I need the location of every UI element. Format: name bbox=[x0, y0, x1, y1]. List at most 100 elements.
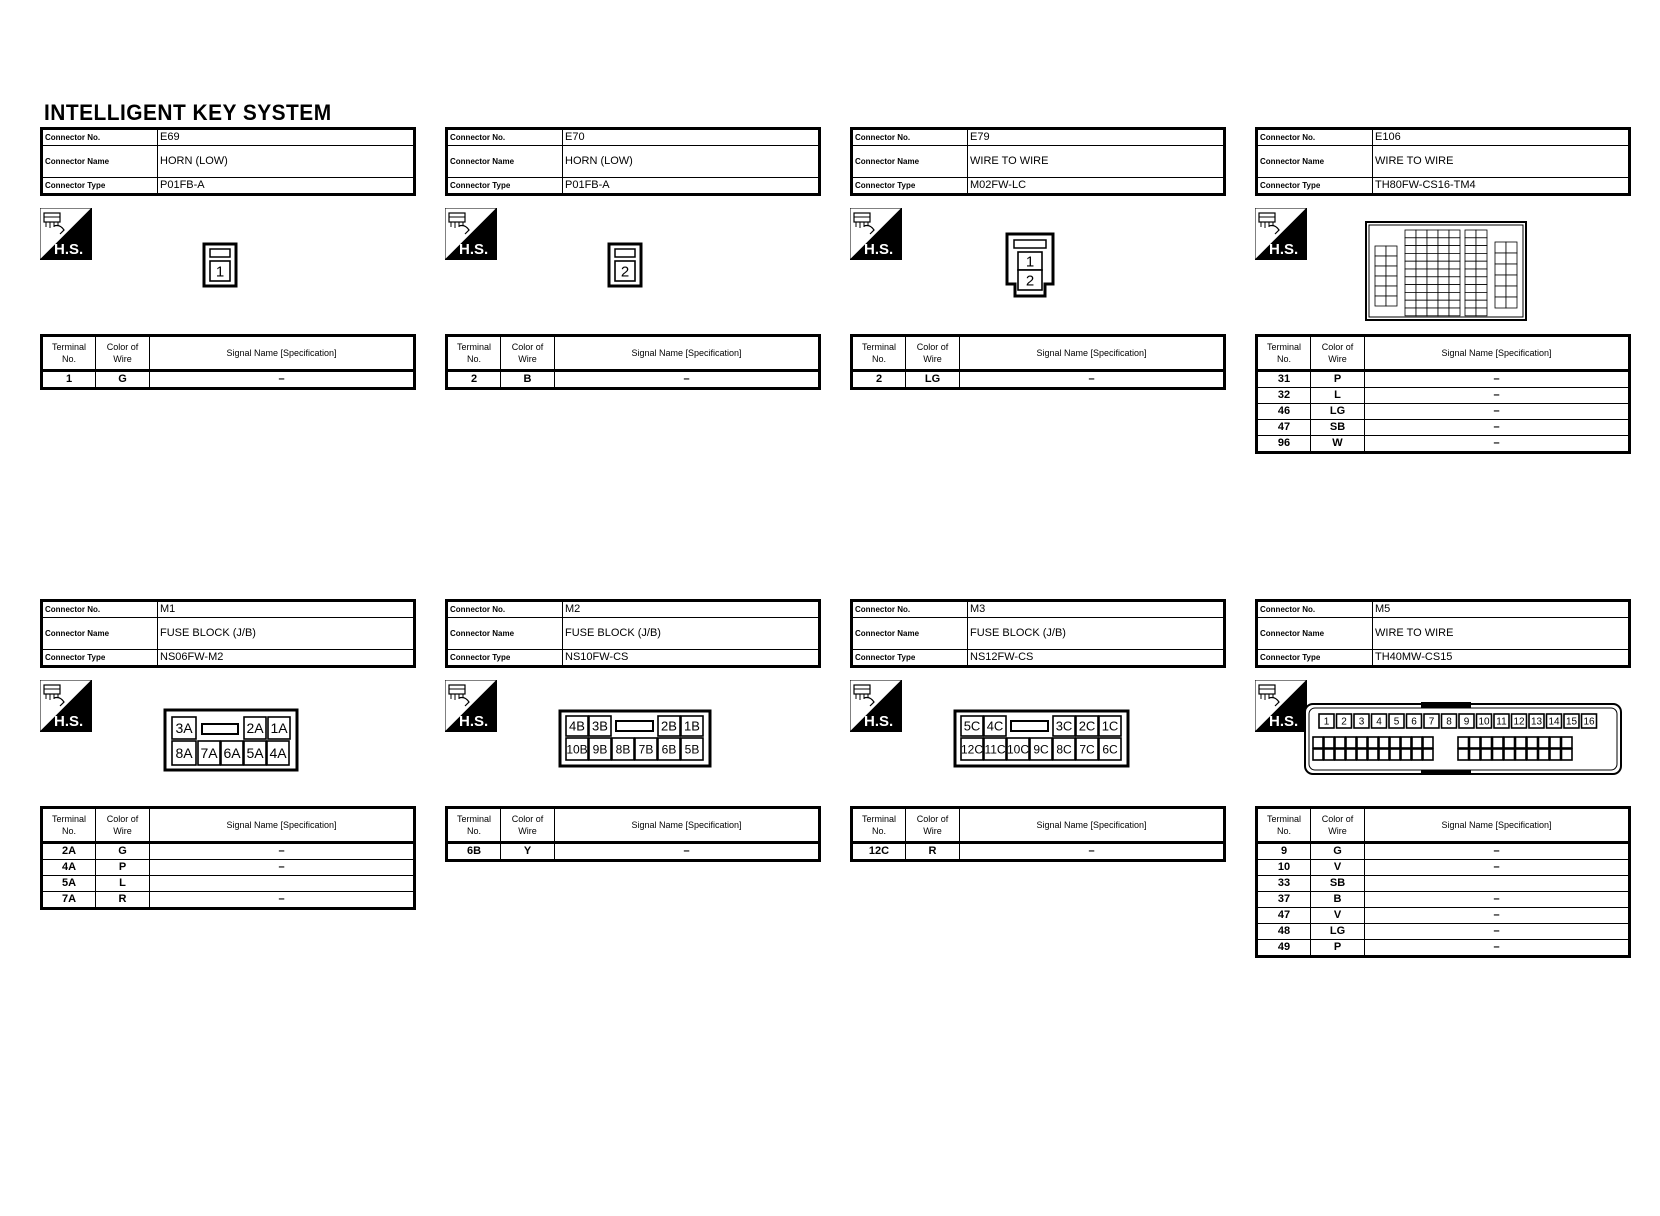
pin-cell bbox=[1475, 284, 1488, 293]
pin-label: 5C bbox=[964, 719, 981, 734]
hs-label: H.S. bbox=[864, 241, 893, 258]
pin-cell bbox=[1404, 292, 1417, 301]
pin-cell bbox=[1385, 275, 1398, 287]
pin-cell bbox=[1052, 715, 1076, 737]
connector-name-value: HORN (LOW) bbox=[562, 145, 820, 178]
signal-name-header: Signal Name [Specification] bbox=[149, 807, 415, 843]
pin-cell bbox=[1475, 245, 1488, 254]
pin-label: 1 bbox=[1324, 717, 1330, 728]
latch bbox=[1010, 720, 1049, 732]
pin-cell bbox=[1437, 299, 1450, 309]
wire-color: SB bbox=[1310, 875, 1365, 892]
pin-cell bbox=[1475, 713, 1493, 729]
signal-name-header: Signal Name [Specification] bbox=[1364, 335, 1630, 371]
connector-name-value: WIRE TO WIRE bbox=[967, 145, 1225, 178]
pin-label: 2 bbox=[621, 263, 629, 280]
pin-cell bbox=[1388, 713, 1405, 729]
pin-cell bbox=[1404, 276, 1417, 286]
connector-type-label: Connector Type bbox=[851, 649, 968, 667]
pin-cell bbox=[1389, 736, 1401, 749]
connector-name-value: FUSE BLOCK (J/B) bbox=[157, 617, 415, 650]
wire-color: G bbox=[95, 841, 150, 860]
connector-type-label: Connector Type bbox=[851, 177, 968, 195]
pin-cell bbox=[1426, 245, 1439, 254]
signal-name: – bbox=[149, 369, 415, 389]
pin-label: 2A bbox=[246, 720, 264, 736]
pin-cell bbox=[1422, 736, 1434, 749]
wire-color: L bbox=[1310, 387, 1365, 404]
pin-cell bbox=[197, 740, 221, 766]
pin-cell bbox=[1378, 736, 1390, 749]
pin-cell bbox=[1415, 245, 1428, 254]
pin-cell bbox=[1437, 307, 1450, 317]
pin-cell bbox=[1052, 737, 1076, 761]
pin-cell bbox=[1505, 241, 1518, 254]
pin-cell bbox=[1526, 748, 1539, 761]
terminal-no: 7A bbox=[41, 891, 96, 909]
pin-cell bbox=[1426, 284, 1439, 293]
pin-cell bbox=[243, 716, 267, 740]
pin-cell bbox=[1437, 284, 1450, 293]
signal-name: – bbox=[1364, 435, 1630, 453]
pin-cell bbox=[1475, 307, 1488, 317]
pin-label: 11 bbox=[1496, 717, 1507, 728]
connector-no-value: M5 bbox=[1372, 600, 1630, 618]
pin-cell bbox=[1448, 284, 1461, 293]
connector-no-value: E70 bbox=[562, 128, 820, 146]
pin-cell bbox=[1514, 748, 1527, 761]
pin-label: 9 bbox=[1464, 717, 1470, 728]
pin-cell bbox=[1494, 241, 1507, 254]
terminal-no: 9 bbox=[1256, 841, 1311, 860]
pin-cell bbox=[1404, 237, 1417, 246]
pin-cell bbox=[209, 260, 231, 282]
pin-cell bbox=[1006, 737, 1030, 761]
pin-cell bbox=[1475, 268, 1488, 278]
pin-cell bbox=[960, 737, 984, 761]
pin-label: 1B bbox=[684, 719, 700, 734]
pin-cell bbox=[1345, 748, 1357, 761]
pin-cell bbox=[1075, 737, 1099, 761]
pin-cell bbox=[1385, 285, 1398, 297]
terminal-no: 1 bbox=[41, 369, 96, 389]
pin-cell bbox=[1374, 245, 1387, 257]
pin-label: 3A bbox=[175, 720, 193, 736]
pin-cell bbox=[1334, 748, 1346, 761]
terminal-no: 48 bbox=[1256, 923, 1311, 940]
pin-cell bbox=[1426, 268, 1439, 278]
pin-cell bbox=[1415, 260, 1428, 270]
connector-name-label: Connector Name bbox=[1256, 617, 1373, 650]
pin-cell bbox=[1334, 736, 1346, 749]
pin-cell bbox=[266, 740, 290, 766]
connector-no-label: Connector No. bbox=[1256, 600, 1373, 618]
pin-cell bbox=[1385, 245, 1398, 257]
pin-cell bbox=[1356, 736, 1368, 749]
pin-label: 3B bbox=[592, 719, 608, 734]
terminal-no: 2 bbox=[851, 369, 906, 389]
connector-type-value: P01FB-A bbox=[157, 177, 415, 195]
pin-cell bbox=[243, 740, 267, 766]
pin-cell bbox=[1464, 253, 1477, 262]
pin-cell bbox=[1437, 268, 1450, 278]
pin-cell bbox=[1437, 237, 1450, 246]
hs-view-icon: H.S. bbox=[445, 680, 497, 732]
pin-cell bbox=[588, 737, 612, 761]
pin-label: 2 bbox=[1341, 717, 1347, 728]
lock-tab bbox=[1421, 770, 1471, 775]
connector-no-value: E79 bbox=[967, 128, 1225, 146]
hs-view-icon: H.S. bbox=[40, 208, 92, 260]
pin-label: 6 bbox=[1411, 717, 1417, 728]
